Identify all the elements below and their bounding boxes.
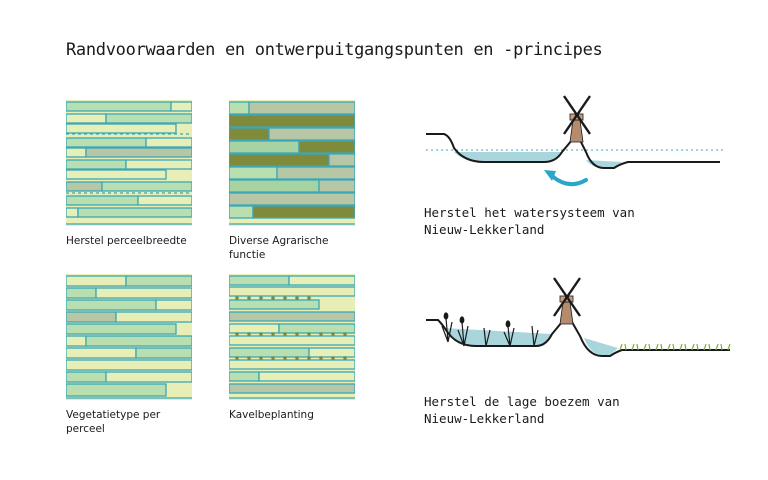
pattern-perceelbreedte (66, 100, 192, 226)
grass-icon (619, 343, 731, 351)
section-caption-lage-boezem: Herstel de lage boezem van Nieuw-Lekkerl… (424, 394, 620, 426)
pattern-tile-vegetatietype (66, 274, 192, 400)
cross-section-watersysteem-drawing (424, 95, 724, 198)
pattern-tile-perceelbreedte (66, 100, 192, 226)
page-title: Randvoorwaarden en ontwerpuitgangspunten… (66, 40, 603, 60)
section-caption-watersysteem: Herstel het watersysteem van Nieuw-Lekke… (424, 205, 635, 237)
tile-caption-kavelbeplanting: Kavelbeplanting (229, 409, 314, 421)
pattern-agrarische-functie (229, 100, 355, 226)
cross-section-watersysteem (424, 88, 724, 198)
pattern-tile-agrarische-functie (229, 100, 355, 226)
pattern-vegetatietype (66, 274, 192, 400)
tile-caption-agrarische-functie: Diverse Agrarische functie (229, 235, 329, 261)
pattern-tile-kavelbeplanting (229, 274, 355, 400)
tile-caption-vegetatietype: Vegetatietype per perceel (66, 409, 161, 435)
pattern-kavelbeplanting (229, 274, 355, 400)
windmill-icon (563, 95, 591, 143)
reed-plants-icon (441, 312, 539, 347)
tile-caption-perceelbreedte: Herstel perceelbreedte (66, 235, 187, 247)
windmill-icon (553, 277, 581, 325)
arrow-icon (544, 170, 588, 187)
cross-section-lage-boezem-drawing (426, 277, 731, 357)
cross-section-lage-boezem (424, 266, 734, 376)
